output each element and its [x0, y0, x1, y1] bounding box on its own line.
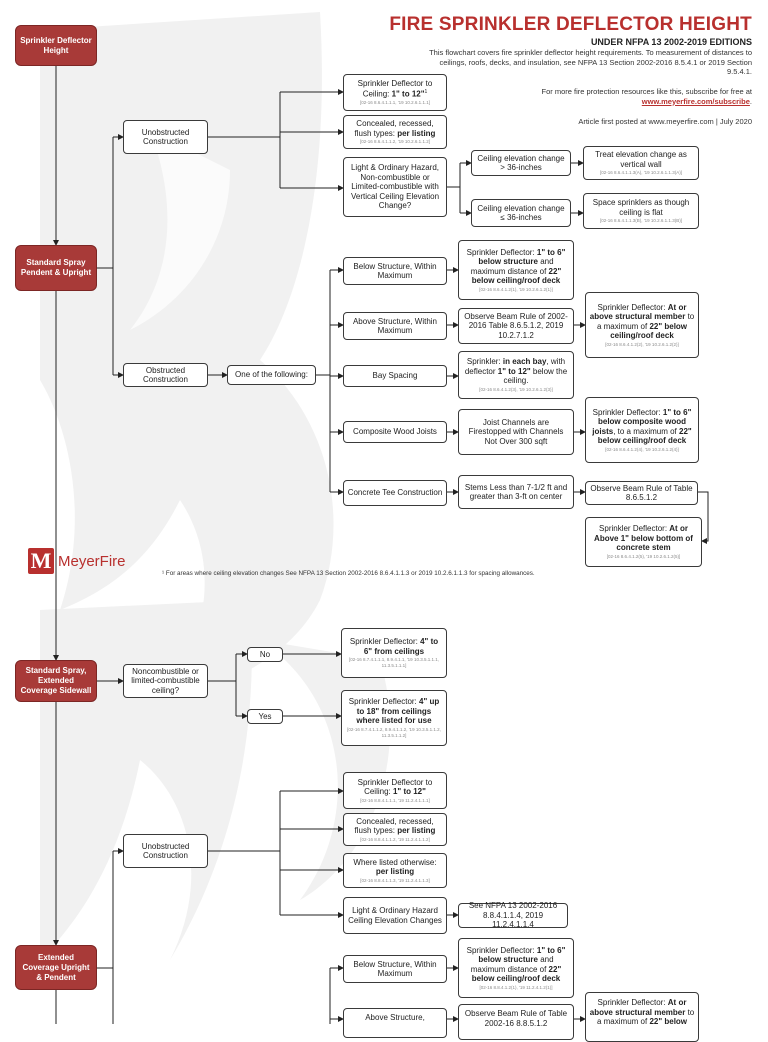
unobstructed-box: Unobstructed Construction [123, 120, 208, 154]
logo-mark: M [28, 548, 54, 574]
ec-upright-pendent-box: Extended Coverage Upright & Pendent [15, 945, 97, 990]
page-subtitle: UNDER NFPA 13 2002-2019 EDITIONS [590, 37, 752, 47]
noncombustible-question-box: Noncombustible or limited-combustible ce… [123, 664, 208, 698]
beam-table-box: Observe Beam Rule of Table 8.6.5.1.2 [585, 481, 698, 505]
sidewall-yes-result: Sprinkler Deflector: 4" up to 18" from c… [341, 690, 447, 746]
space-flat-box: Space sprinklers as though ceiling is fl… [583, 193, 699, 229]
ec-unobstructed-box: Unobstructed Construction [123, 834, 208, 868]
beam-rule-box: Observe Beam Rule of 2002-2016 Table 8.6… [458, 308, 574, 344]
ec-beam-rule-box: Observe Beam Rule of Table 2002-16 8.8.5… [458, 1004, 574, 1040]
hazard-question-box: Light & Ordinary Hazard, Non-combustible… [343, 157, 447, 217]
ec-below-structure-result: Sprinkler Deflector: 1" to 6" below stru… [458, 938, 574, 998]
intro-text: This flowchart covers fire sprinkler def… [429, 48, 752, 76]
subscribe-text: For more fire protection resources like … [541, 87, 753, 96]
ec-below-structure-box: Below Structure, Within Maximum [343, 955, 447, 983]
meyerfire-logo: M MeyerFire [28, 548, 126, 574]
sidewall-no-result: Sprinkler Deflector: 4" to 6" from ceili… [341, 628, 447, 678]
elevation-gt-box: Ceiling elevation change > 36-inches [471, 150, 571, 176]
treat-wall-box: Treat elevation change as vertical wall[… [583, 146, 699, 180]
concrete-tee-result: Sprinkler Deflector: At or Above 1" belo… [585, 517, 702, 567]
above-structure-result: Sprinkler Deflector: At or above structu… [585, 292, 699, 358]
stems-box: Stems Less than 7-1/2 ft and greater tha… [458, 475, 574, 509]
above-structure-box: Above Structure, Within Maximum [343, 312, 447, 340]
logo-text: MeyerFire [58, 552, 126, 570]
concealed-box: Concealed, recessed, flush types: per li… [343, 115, 447, 149]
footnote: ¹ For areas where ceiling elevation chan… [162, 570, 535, 577]
ec-above-structure-result: Sprinkler Deflector: At or above structu… [585, 992, 699, 1042]
root-category-box: Sprinkler Deflector Height [15, 25, 97, 66]
subscribe-link[interactable]: www.meyerfire.com/subscribe [641, 96, 750, 106]
one-of-box: One of the following: [227, 365, 316, 385]
ec-above-structure-box: Above Structure, [343, 1008, 447, 1038]
posted-note: Article first posted at www.meyerfire.co… [578, 117, 752, 126]
elevation-le-box: Ceiling elevation change ≤ 36-inches [471, 199, 571, 227]
ec-see-nfpa-box: See NFPA 13 2002-2016 8.8.4.1.1.4, 2019 … [458, 901, 568, 929]
sidewall-box: Standard Spray, Extended Coverage Sidewa… [15, 660, 97, 702]
ec-ceiling-box: Sprinkler Deflector to Ceiling: 1" to 12… [343, 772, 447, 809]
ec-listed-box: Where listed otherwise: per listing [02-… [343, 853, 447, 888]
below-structure-result: Sprinkler Deflector: 1" to 6" below stru… [458, 240, 574, 300]
ec-hazard-box: Light & Ordinary Hazard Ceiling Elevatio… [343, 897, 447, 934]
bay-spacing-box: Bay Spacing [343, 365, 447, 387]
yes-box: Yes [247, 709, 283, 724]
joist-channels-box: Joist Channels are Firestopped with Chan… [458, 409, 574, 455]
below-structure-box: Below Structure, Within Maximum [343, 257, 447, 285]
bay-spacing-result: Sprinkler: in each bay, with deflector 1… [458, 351, 574, 399]
subscribe-note: For more fire protection resources like … [541, 87, 753, 106]
page-title: FIRE SPRINKLER DEFLECTOR HEIGHT [389, 14, 752, 35]
concrete-tee-box: Concrete Tee Construction [343, 480, 447, 506]
footnote-marker: 1 [424, 89, 428, 96]
composite-joists-box: Composite Wood Joists [343, 421, 447, 443]
pendent-upright-box: Standard Spray Pendent & Upright [15, 245, 97, 291]
no-box: No [247, 647, 283, 662]
ec-concealed-box: Concealed, recessed, flush types: per li… [343, 813, 447, 846]
ceiling-distance-box: Sprinkler Deflector to Ceiling: 1" to 12… [343, 74, 447, 111]
obstructed-box: Obstructed Construction [123, 363, 208, 387]
composite-result: Sprinkler Deflector: 1" to 6" below comp… [585, 397, 699, 463]
